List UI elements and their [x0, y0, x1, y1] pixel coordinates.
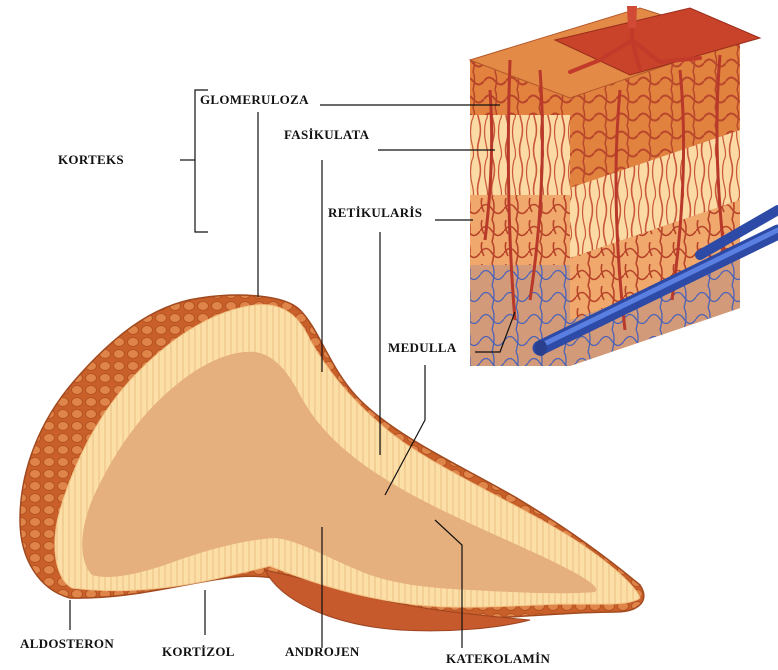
korteks-bracket — [195, 90, 208, 232]
block-fasikulata-layer — [470, 115, 570, 195]
block-medulla-layer — [470, 265, 570, 366]
label-fasikulata: FASİKULATA — [284, 127, 369, 143]
label-glomeruloza: GLOMERULOZA — [200, 92, 309, 108]
label-aldosteron: ALDOSTERON — [20, 636, 114, 652]
label-androjen: ANDROJEN — [285, 644, 360, 660]
label-retikularis: RETİKULARİS — [328, 205, 422, 221]
label-korteks: KORTEKS — [58, 152, 124, 168]
tissue-block — [470, 6, 778, 366]
label-medulla: MEDULLA — [388, 340, 457, 356]
label-kortizol: KORTİZOL — [162, 644, 235, 660]
label-katekolamin: KATEKOLAMİN — [446, 651, 550, 667]
